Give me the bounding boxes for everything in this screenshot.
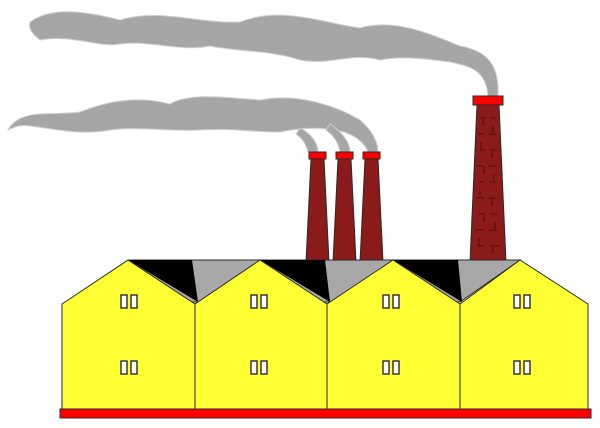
window xyxy=(392,294,400,309)
buildings xyxy=(61,259,589,411)
window xyxy=(392,360,400,375)
window xyxy=(513,294,521,309)
window xyxy=(382,360,390,375)
window xyxy=(513,360,521,375)
smoke-upper xyxy=(29,11,499,97)
roof-shadow xyxy=(260,260,330,302)
tall-chimney xyxy=(469,95,507,263)
window xyxy=(120,294,128,309)
window xyxy=(120,360,128,375)
roofs xyxy=(127,259,522,303)
brick-pattern xyxy=(475,117,499,254)
factory-base xyxy=(59,408,592,419)
building xyxy=(459,259,589,411)
window xyxy=(130,294,138,309)
smoke-lower xyxy=(6,96,379,153)
window xyxy=(260,294,268,309)
windows xyxy=(120,294,531,375)
small-chimney xyxy=(359,158,384,263)
window xyxy=(130,360,138,375)
roof-shadow xyxy=(128,260,198,302)
small-chimneys xyxy=(305,151,384,263)
small-chimney xyxy=(305,158,330,263)
roof-shadow xyxy=(393,260,462,302)
window xyxy=(382,294,390,309)
window xyxy=(260,360,268,375)
window xyxy=(250,294,258,309)
small-chimney-cap xyxy=(335,151,354,160)
small-chimney xyxy=(332,158,357,263)
window xyxy=(250,360,258,375)
small-chimney-cap xyxy=(308,151,327,160)
window xyxy=(523,294,531,309)
window xyxy=(523,360,531,375)
tall-chimney-cap xyxy=(472,95,504,106)
small-chimney-cap xyxy=(362,151,381,160)
